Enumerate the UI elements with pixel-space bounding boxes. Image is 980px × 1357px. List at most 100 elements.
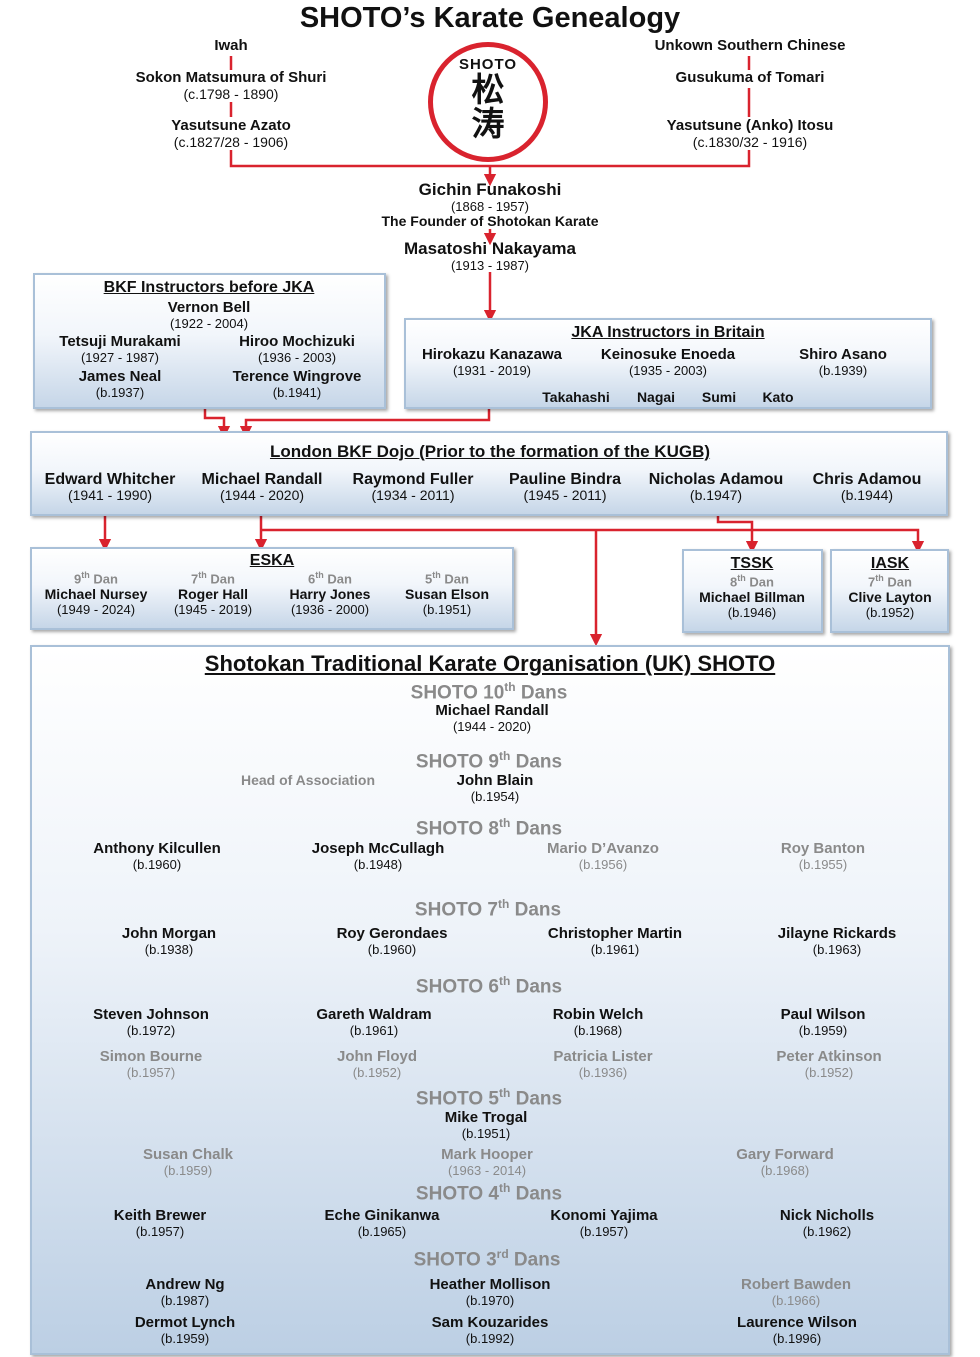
jka-other: Nagai (636, 389, 676, 405)
london-title: London BKF Dojo (Prior to the formation … (269, 442, 711, 461)
member-7th-dan: Jilayne Rickards (b.1963) (778, 926, 896, 958)
person-name: Roy Banton (780, 840, 866, 857)
person-dates: (b.1961) (590, 942, 640, 957)
rank-suffix: th (498, 974, 511, 988)
jka-other: Sumi (701, 389, 737, 405)
member-3rd-dan: Laurence Wilson (b.1996) (737, 1314, 857, 1347)
person-name: Edward Whitcher (44, 471, 176, 488)
tssk-content: TSSK 8th Dan Michael Billman (b.1946) (699, 555, 805, 620)
person-name: Andrew Ng (145, 1276, 225, 1293)
right-lineage-gusukuma: Gusukuma of Tomari (676, 70, 825, 86)
page-title: SHOTO’s Karate Genealogy (299, 2, 681, 34)
london-box (30, 431, 948, 516)
person-dates: (1944 - 2020) (452, 719, 532, 734)
person-name: Sokon Matsumura of Shuri (135, 69, 327, 86)
member-4th-dan: Nick Nicholls (b.1962) (780, 1208, 874, 1240)
person-name: Susan Chalk (142, 1146, 234, 1163)
person-dates: (1945 - 2019) (173, 602, 253, 618)
person-dates: (1945 - 2011) (523, 487, 607, 503)
person-name: Mario D’Avanzo (547, 840, 659, 857)
nakayama-block: Masatoshi Nakayama (1913 - 1987) (404, 239, 576, 273)
member-7th-dan: Roy Gerondaes (b.1960) (337, 926, 448, 958)
member-7th-dan: Christopher Martin (b.1961) (548, 926, 682, 958)
rank-word: Dans (510, 976, 563, 998)
rank-heading-4th-dan: SHOTO 4th Dans (416, 1181, 562, 1205)
rank-word: Dans (510, 1183, 563, 1205)
jka-box (404, 318, 932, 409)
person-name: Steven Johnson (93, 1006, 209, 1023)
person-name: Robert Bawden (740, 1276, 852, 1293)
person-dates: (b.1970) (465, 1293, 515, 1308)
person-dates: (b.1959) (163, 1163, 213, 1178)
person-dates: (b.1941) (272, 385, 322, 400)
rank-heading-6th-dan: SHOTO 6th Dans (416, 974, 562, 998)
rank-word: Dans (510, 818, 563, 840)
person-dates: (1934 - 2011) (371, 487, 455, 503)
person-dates: (b.1959) (160, 1331, 210, 1346)
person-dates: (b.1951) (422, 602, 472, 618)
logo-text: SHOTO (458, 56, 518, 73)
rank-word: Dans (510, 751, 563, 773)
person-name: John Morgan (121, 925, 217, 942)
person-name: Mark Hooper (441, 1146, 533, 1163)
london-person: Michael Randall (1944 - 2020) (202, 472, 323, 503)
member-6th-dan: Gareth Waldram (b.1961) (316, 1006, 432, 1039)
left-lineage-matsumura: Sokon Matsumura of Shuri (c.1798 - 1890) (135, 69, 327, 103)
rank-heading-5th-dan: SHOTO 5th Dans (416, 1086, 562, 1110)
bkf-person: Terence Wingrove (b.1941) (233, 369, 362, 401)
person-name: Anthony Kilcullen (93, 840, 221, 857)
person-dates: (1922 - 2004) (169, 316, 249, 331)
member-8th-dan: Joseph McCullagh (b.1948) (312, 841, 445, 873)
london-person: Nicholas Adamou (b.1947) (649, 472, 784, 503)
person-dates: (b.1957) (579, 1224, 629, 1239)
person-name: Dermot Lynch (134, 1314, 236, 1331)
person-dates: (b.1956) (578, 857, 628, 872)
person-dates: (b.1946) (727, 605, 777, 621)
bkf-person: Vernon Bell (1922 - 2004) (168, 300, 251, 332)
funakoshi-block: Gichin Funakoshi (1868 - 1957) The Found… (381, 180, 598, 229)
person-name: Michael Randall (201, 471, 323, 488)
dan-word: Dan (887, 574, 912, 590)
rank-word: Dans (509, 899, 562, 921)
member-8th-dan-deceased: Mario D’Avanzo (b.1956) (547, 840, 659, 873)
left-lineage-azato: Yasutsune Azato (c.1827/28 - 1906) (171, 118, 290, 151)
person-dates: (1913 - 1987) (450, 258, 530, 273)
person-dates: (b.1936) (578, 1065, 628, 1080)
member-9th-dan: John Blain (b.1954) (457, 773, 534, 805)
person-name: Laurence Wilson (737, 1314, 857, 1331)
person-dates: (b.1939) (818, 363, 868, 378)
dan-suffix: th (81, 570, 90, 580)
person-name: Unkown Southern Chinese (654, 37, 846, 54)
member-6th-dan-deceased: John Floyd (b.1952) (337, 1049, 417, 1081)
person-dates: (b.1992) (465, 1331, 515, 1346)
person-name: Clive Layton (848, 589, 932, 606)
rank-text: SHOTO 9 (415, 751, 499, 773)
member-6th-dan-deceased: Peter Atkinson (b.1952) (776, 1049, 881, 1081)
person-name: Gareth Waldram (316, 1006, 432, 1023)
person-dates: (b.1951) (461, 1126, 511, 1141)
person-dates: (b.1952) (352, 1065, 402, 1080)
person-dates: (b.1954) (470, 789, 520, 804)
rank-heading-7th-dan: SHOTO 7th Dans (415, 897, 561, 921)
rank-suffix: th (498, 1181, 511, 1195)
person-dates: (1936 - 2003) (257, 350, 337, 365)
eska-person: 5th Dan Susan Elson (b.1951) (405, 570, 489, 617)
tssk-box (682, 549, 823, 633)
person-name: Heather Mollison (429, 1276, 551, 1293)
london-person: Edward Whitcher (1941 - 1990) (45, 472, 176, 503)
rank-suffix: th (497, 897, 510, 911)
rank-text: SHOTO 3 (413, 1249, 497, 1271)
shoto-logo: SHOTO 松 涛 (428, 42, 548, 162)
london-person: Raymond Fuller (1934 - 2011) (353, 472, 474, 503)
member-7th-dan: John Morgan (b.1938) (121, 925, 217, 958)
person-dates: (1963 - 2014) (447, 1163, 527, 1178)
rank-heading-9th-dan: SHOTO 9th Dans (416, 749, 562, 773)
shoto-organisation-box (30, 645, 950, 1355)
member-8th-dan: Anthony Kilcullen (b.1960) (93, 840, 221, 873)
rank-heading-10th-dan: SHOTO 10th Dans (411, 680, 568, 704)
rank-text: SHOTO 7 (414, 899, 498, 921)
dan-suffix: th (737, 573, 746, 583)
dan-suffix: th (198, 570, 207, 580)
rank-text: SHOTO 4 (415, 1183, 499, 1205)
dan-grade: 8th Dan (699, 573, 805, 589)
